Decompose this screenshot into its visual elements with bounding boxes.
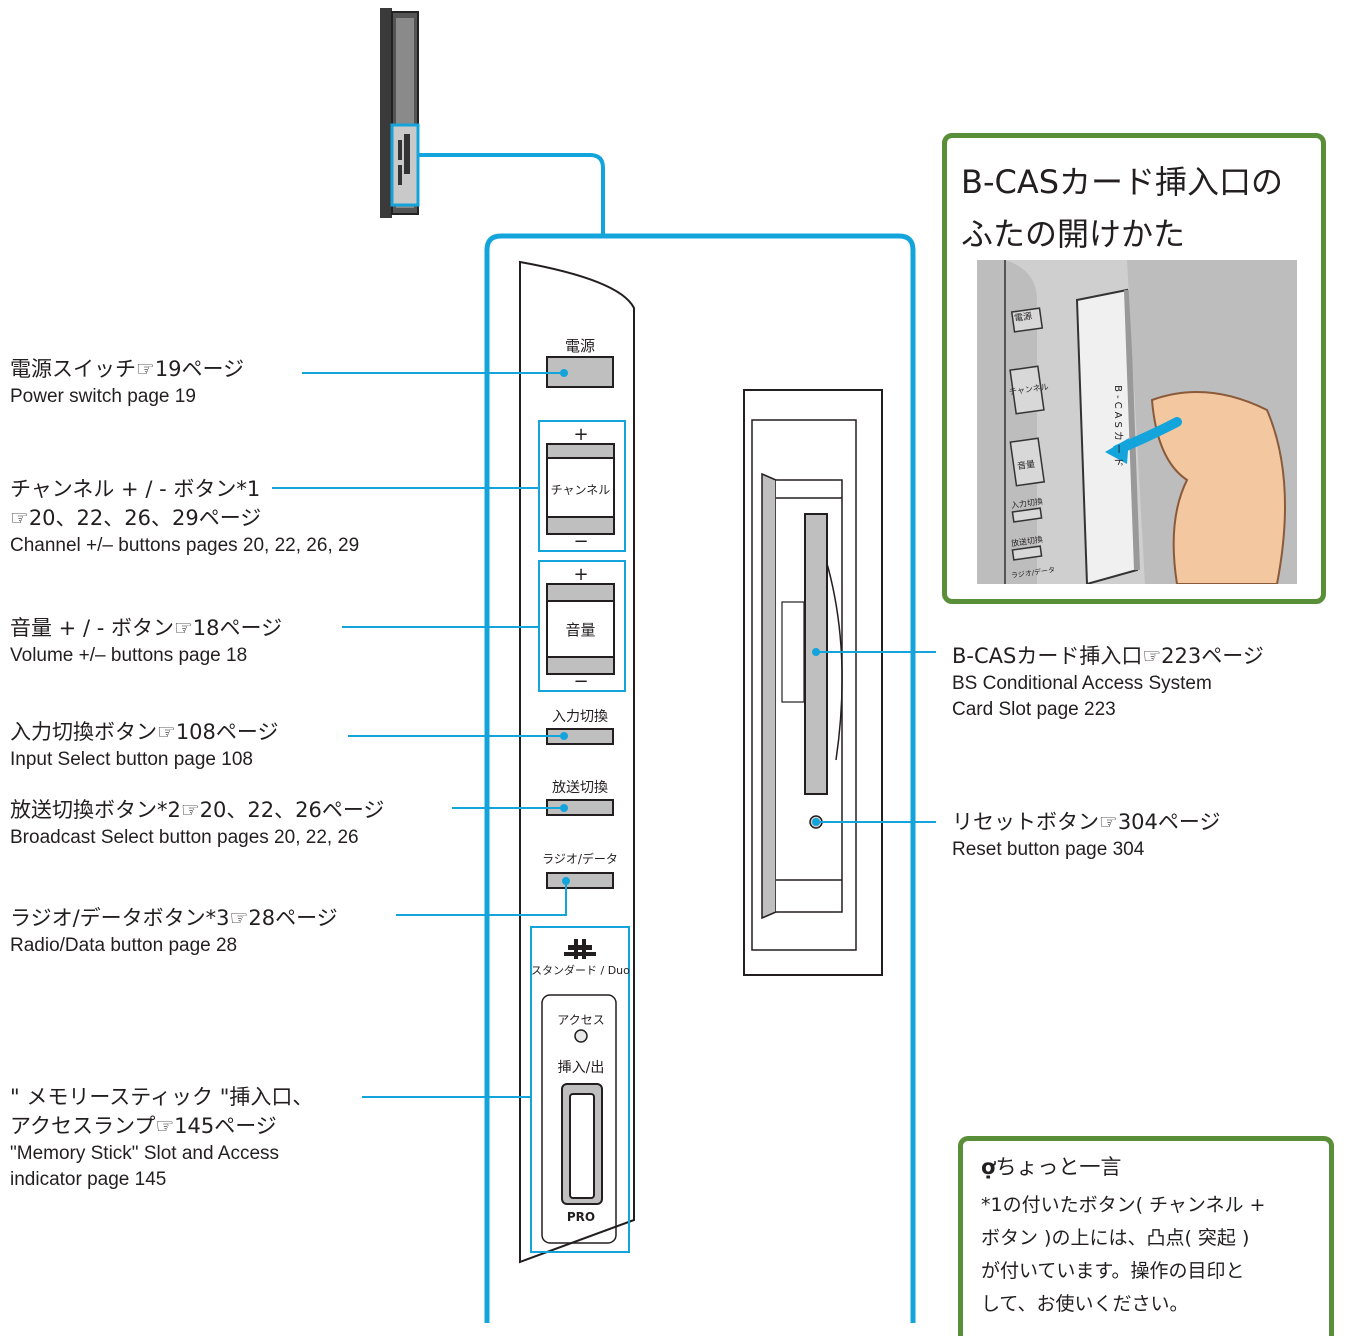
access-lamp: [574, 1029, 588, 1043]
label-radio-ja: ラジオ/データボタン*3☞28ページ: [10, 906, 338, 930]
label-reset-ja: リセットボタン☞304ページ: [952, 810, 1221, 834]
panel-channel-plus: +: [573, 424, 589, 445]
tip-title: ợちょっと一言: [981, 1153, 1121, 1181]
label-volume-ja: 音量 + / - ボタン☞18ページ: [10, 616, 283, 640]
label-power-switch: 電源スイッチ☞19ページ Power switch page 19: [10, 355, 244, 410]
howto-title-line2: ふたの開けかた: [961, 215, 1186, 253]
label-broadcast-en: Broadcast Select button pages 20, 22, 26: [10, 827, 359, 848]
radio-button-shape: [546, 872, 614, 889]
label-memory-ja: " メモリースティック "挿入口、: [10, 1085, 314, 1109]
label-memory-stick: " メモリースティック "挿入口、 アクセスランプ☞145ページ "Memory…: [10, 1083, 313, 1193]
label-bcas-ja: B-CASカード挿入口☞223ページ: [952, 644, 1264, 668]
howto-photo-card: B-CASカード: [1111, 385, 1123, 470]
channel-group-box: [538, 420, 626, 552]
label-volume-en: Volume +/– buttons page 18: [10, 645, 248, 666]
tv-side-thumbnail: [380, 8, 420, 218]
panel-channel-text: チャンネル: [550, 483, 611, 497]
howto-title-line1: B-CASカード挿入口の: [961, 163, 1284, 201]
label-channel-buttons: チャンネル + / - ボタン*1 ☞20、22、26、29ページ Channe…: [10, 475, 359, 559]
panel-radio-text: ラジオ/データ: [542, 852, 618, 866]
label-power-en: Power switch page 19: [10, 386, 196, 407]
panel-power-text: 電源: [564, 337, 595, 355]
callout-lines: [272, 372, 936, 1098]
memory-stick-inner-frame: [541, 994, 617, 1244]
howto-photo-volume: 音量: [1016, 459, 1036, 473]
bcas-howto-box: B-CASカード挿入口の ふたの開けかた 電源 チャンネル 音量 入力切換 放送…: [942, 133, 1326, 604]
label-channel-en: Channel +/– buttons pages 20, 22, 26, 29: [10, 535, 360, 556]
label-bcas-en2: Card Slot page 223: [952, 699, 1116, 720]
label-reset-button: リセットボタン☞304ページ Reset button page 304: [952, 808, 1221, 863]
panel-pro-text: PRO: [566, 1210, 596, 1224]
tip-box: ợちょっと一言 *1の付いたボタン( チャンネル + ボタン )の上には、凸点(…: [958, 1136, 1334, 1336]
panel-channel-minus: −: [573, 531, 589, 552]
howto-photo-power: 電源: [1013, 311, 1033, 325]
callout-dots: [560, 369, 820, 885]
panel-insert-eject-text: 挿入/出: [557, 1060, 605, 1076]
zoom-connector: [419, 153, 605, 236]
label-broadcast-ja: 放送切換ボタン*2☞20、22、26ページ: [10, 798, 385, 822]
panel-input-text: 入力切換: [552, 709, 608, 725]
label-reset-en: Reset button page 304: [952, 839, 1145, 860]
label-memory-en2: indicator page 145: [10, 1169, 167, 1190]
bcas-slot-assembly: [743, 389, 883, 976]
panel-volume-text: 音量: [565, 621, 596, 639]
tip-line: *1の付いたボタン( チャンネル +: [981, 1194, 1266, 1216]
howto-illustration: 電源 チャンネル 音量 入力切換 放送切換 ラジオ/データ B-CASカード: [977, 260, 1297, 586]
panel-volume-minus: −: [573, 671, 589, 692]
label-power-ja: 電源スイッチ☞19ページ: [10, 357, 245, 381]
label-memory-ja2: アクセスランプ☞145ページ: [10, 1114, 277, 1138]
label-input-select: 入力切換ボタン☞108ページ Input Select button page …: [10, 718, 279, 773]
label-channel-ja2: ☞20、22、26、29ページ: [10, 506, 262, 530]
howto-title: B-CASカード挿入口の ふたの開けかた: [961, 156, 1283, 260]
label-memory-en: "Memory Stick" Slot and Access: [10, 1143, 280, 1164]
panel-ms-standard-text: スタンダード / Duo: [531, 964, 630, 977]
memory-stick-logo-icon: [564, 939, 596, 959]
memory-stick-group-box: [530, 926, 630, 1253]
label-input-ja: 入力切換ボタン☞108ページ: [10, 720, 279, 744]
label-input-en: Input Select button page 108: [10, 749, 253, 770]
lightbulb-icon: ợ: [981, 1155, 996, 1179]
tip-body: *1の付いたボタン( チャンネル + ボタン )の上には、凸点( 突起 ) が付…: [981, 1189, 1265, 1321]
tip-line: が付いています。操作の目印と: [981, 1260, 1245, 1282]
zoom-frame: [484, 233, 916, 1323]
tip-title-text: ちょっと一言: [995, 1155, 1122, 1179]
tip-line: ボタン )の上には、凸点( 突起 ): [981, 1227, 1250, 1249]
label-broadcast-select: 放送切換ボタン*2☞20、22、26ページ Broadcast Select b…: [10, 796, 384, 851]
label-channel-ja: チャンネル + / - ボタン*1: [10, 477, 261, 501]
tip-line: して、お使いください。: [981, 1293, 1189, 1315]
label-radio-en: Radio/Data button page 28: [10, 935, 238, 956]
label-bcas-en: BS Conditional Access System: [952, 673, 1212, 694]
panel-broadcast-text: 放送切換: [552, 780, 608, 796]
panel-volume-plus: +: [573, 564, 589, 585]
panel-access-text: アクセス: [557, 1013, 605, 1027]
label-radio-data: ラジオ/データボタン*3☞28ページ Radio/Data button pag…: [10, 904, 338, 959]
label-bcas-slot: B-CASカード挿入口☞223ページ BS Conditional Access…: [952, 642, 1264, 723]
label-volume-buttons: 音量 + / - ボタン☞18ページ Volume +/– buttons pa…: [10, 614, 282, 669]
